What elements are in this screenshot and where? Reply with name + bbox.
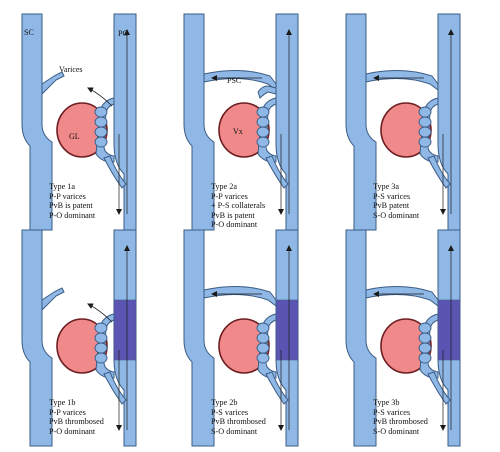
panel-1b-drawing bbox=[21, 229, 137, 447]
systemic-vein bbox=[345, 229, 377, 447]
panel-2a-drawing bbox=[183, 13, 299, 231]
systemic-vein bbox=[21, 229, 53, 447]
thrombus bbox=[437, 299, 461, 361]
psc-label: PSC bbox=[227, 76, 242, 85]
systemic-vein bbox=[183, 13, 215, 231]
varix-coil bbox=[256, 126, 270, 138]
caption-line: Type 1b bbox=[49, 398, 76, 407]
panel-type-3a: Type 3a P-S varices PvB patent S-O domin… bbox=[332, 13, 492, 231]
feeding-vein bbox=[103, 371, 127, 405]
panel-type-2a: PSC Vx Type 2a P-P varices + P-S collate… bbox=[170, 13, 330, 231]
varix-coil bbox=[256, 352, 270, 364]
varix-coil bbox=[418, 342, 432, 354]
panel-2a-caption: Type 2a P-P varices + P-S collaterals Pv… bbox=[211, 182, 326, 230]
varix-coil bbox=[256, 322, 270, 334]
caption-line: P-P varices bbox=[211, 191, 248, 201]
feeding-vein bbox=[265, 155, 289, 189]
caption-line: Type 2a bbox=[211, 182, 238, 191]
panel-2b-drawing bbox=[183, 229, 299, 447]
systemic-vein bbox=[345, 13, 377, 231]
varix-coil bbox=[256, 116, 270, 128]
caption-line: PvB is patent bbox=[211, 210, 255, 220]
varix-coil bbox=[94, 126, 108, 138]
varix-coil bbox=[94, 106, 108, 118]
gl-label: GL bbox=[69, 132, 80, 141]
caption-line: S-O dominant bbox=[373, 426, 420, 436]
caption-line: S-O dominant bbox=[211, 426, 258, 436]
varix-coil bbox=[256, 342, 270, 354]
caption-line: P-S varices bbox=[211, 407, 249, 417]
vx-label: Vx bbox=[233, 127, 243, 136]
systemic-vein bbox=[21, 13, 53, 231]
varix-coil bbox=[94, 342, 108, 354]
panel-type-2b: Type 2b P-S varices PvB thrombosed S-O d… bbox=[170, 229, 330, 447]
caption-line: PvB patent bbox=[373, 201, 410, 211]
systemic-vein bbox=[183, 229, 215, 447]
caption-line: PvB thrombosed bbox=[49, 417, 104, 427]
feeding-vein bbox=[265, 371, 289, 405]
varix-coil bbox=[94, 322, 108, 334]
varices-flow-arrow bbox=[87, 303, 113, 323]
caption-line: P-O dominant bbox=[49, 210, 96, 220]
panel-3a-caption: Type 3a P-S varices PvB patent S-O domin… bbox=[373, 182, 488, 220]
caption-line: PvB is patent bbox=[49, 201, 93, 211]
caption-line: + P-S collaterals bbox=[211, 201, 266, 211]
feeding-vein bbox=[103, 155, 127, 189]
panel-3a-drawing bbox=[345, 13, 461, 231]
caption-line: P-S varices bbox=[373, 191, 411, 201]
thrombus bbox=[113, 299, 137, 361]
caption-line: P-P varices bbox=[49, 191, 86, 201]
portosystemic-collateral bbox=[365, 285, 439, 307]
varix-coil bbox=[418, 332, 432, 344]
caption-line: P-O dominant bbox=[49, 426, 96, 436]
portosystemic-collateral bbox=[203, 285, 277, 307]
feeding-vein bbox=[427, 155, 451, 189]
sc-label: SC bbox=[24, 28, 34, 37]
varix-coil bbox=[256, 136, 270, 148]
varix-coil bbox=[418, 136, 432, 148]
varix-coil bbox=[94, 332, 108, 344]
portosystemic-collateral bbox=[365, 69, 439, 91]
panel-2b-caption: Type 2b P-S varices PvB thrombosed S-O d… bbox=[211, 398, 326, 436]
caption-line: P-S varices bbox=[373, 407, 411, 417]
pc-label: PC bbox=[118, 29, 128, 38]
varices-branch bbox=[41, 71, 65, 96]
varices-flow-arrow bbox=[87, 87, 113, 107]
caption-line: Type 2b bbox=[211, 398, 238, 407]
panel-type-3b: Type 3b P-S varices PvB thrombosed S-O d… bbox=[332, 229, 492, 447]
caption-line: P-P varices bbox=[49, 407, 86, 417]
caption-line: Type 1a bbox=[49, 182, 76, 191]
panel-3b-drawing bbox=[345, 229, 461, 447]
varices-branch bbox=[41, 287, 65, 312]
varix-coil bbox=[418, 322, 432, 334]
caption-line: PvB thrombosed bbox=[211, 417, 266, 427]
varix-coil bbox=[418, 352, 432, 364]
varix-coil bbox=[418, 116, 432, 128]
varix-coil bbox=[94, 352, 108, 364]
feeding-vein bbox=[427, 371, 451, 405]
panel-type-1b: Type 1b P-P varices PvB thrombosed P-O d… bbox=[8, 229, 168, 447]
panel-1a-caption: Type 1a P-P varices PvB is patent P-O do… bbox=[49, 182, 164, 220]
caption-line: Type 3b bbox=[373, 398, 400, 407]
panel-1b-caption: Type 1b P-P varices PvB thrombosed P-O d… bbox=[49, 398, 164, 436]
varix-coil bbox=[256, 332, 270, 344]
panel-3b-caption: Type 3b P-S varices PvB thrombosed S-O d… bbox=[373, 398, 488, 436]
varix-coil bbox=[256, 106, 270, 118]
varix-coil bbox=[418, 126, 432, 138]
extra-collateral bbox=[257, 85, 277, 99]
varices-label: Varices bbox=[59, 65, 83, 74]
caption-line: S-O dominant bbox=[373, 210, 420, 220]
panel-type-1a: SC PC Varices GL Type 1a P-P varices PvB… bbox=[8, 13, 168, 231]
panel-1a-drawing bbox=[21, 13, 137, 231]
varix-coil bbox=[94, 136, 108, 148]
caption-line: P-O dominant bbox=[211, 220, 258, 230]
varix-coil bbox=[94, 116, 108, 128]
thrombus bbox=[275, 299, 299, 361]
varix-coil bbox=[418, 106, 432, 118]
caption-line: Type 3a bbox=[373, 182, 400, 191]
caption-line: PvB thrombosed bbox=[373, 417, 428, 427]
